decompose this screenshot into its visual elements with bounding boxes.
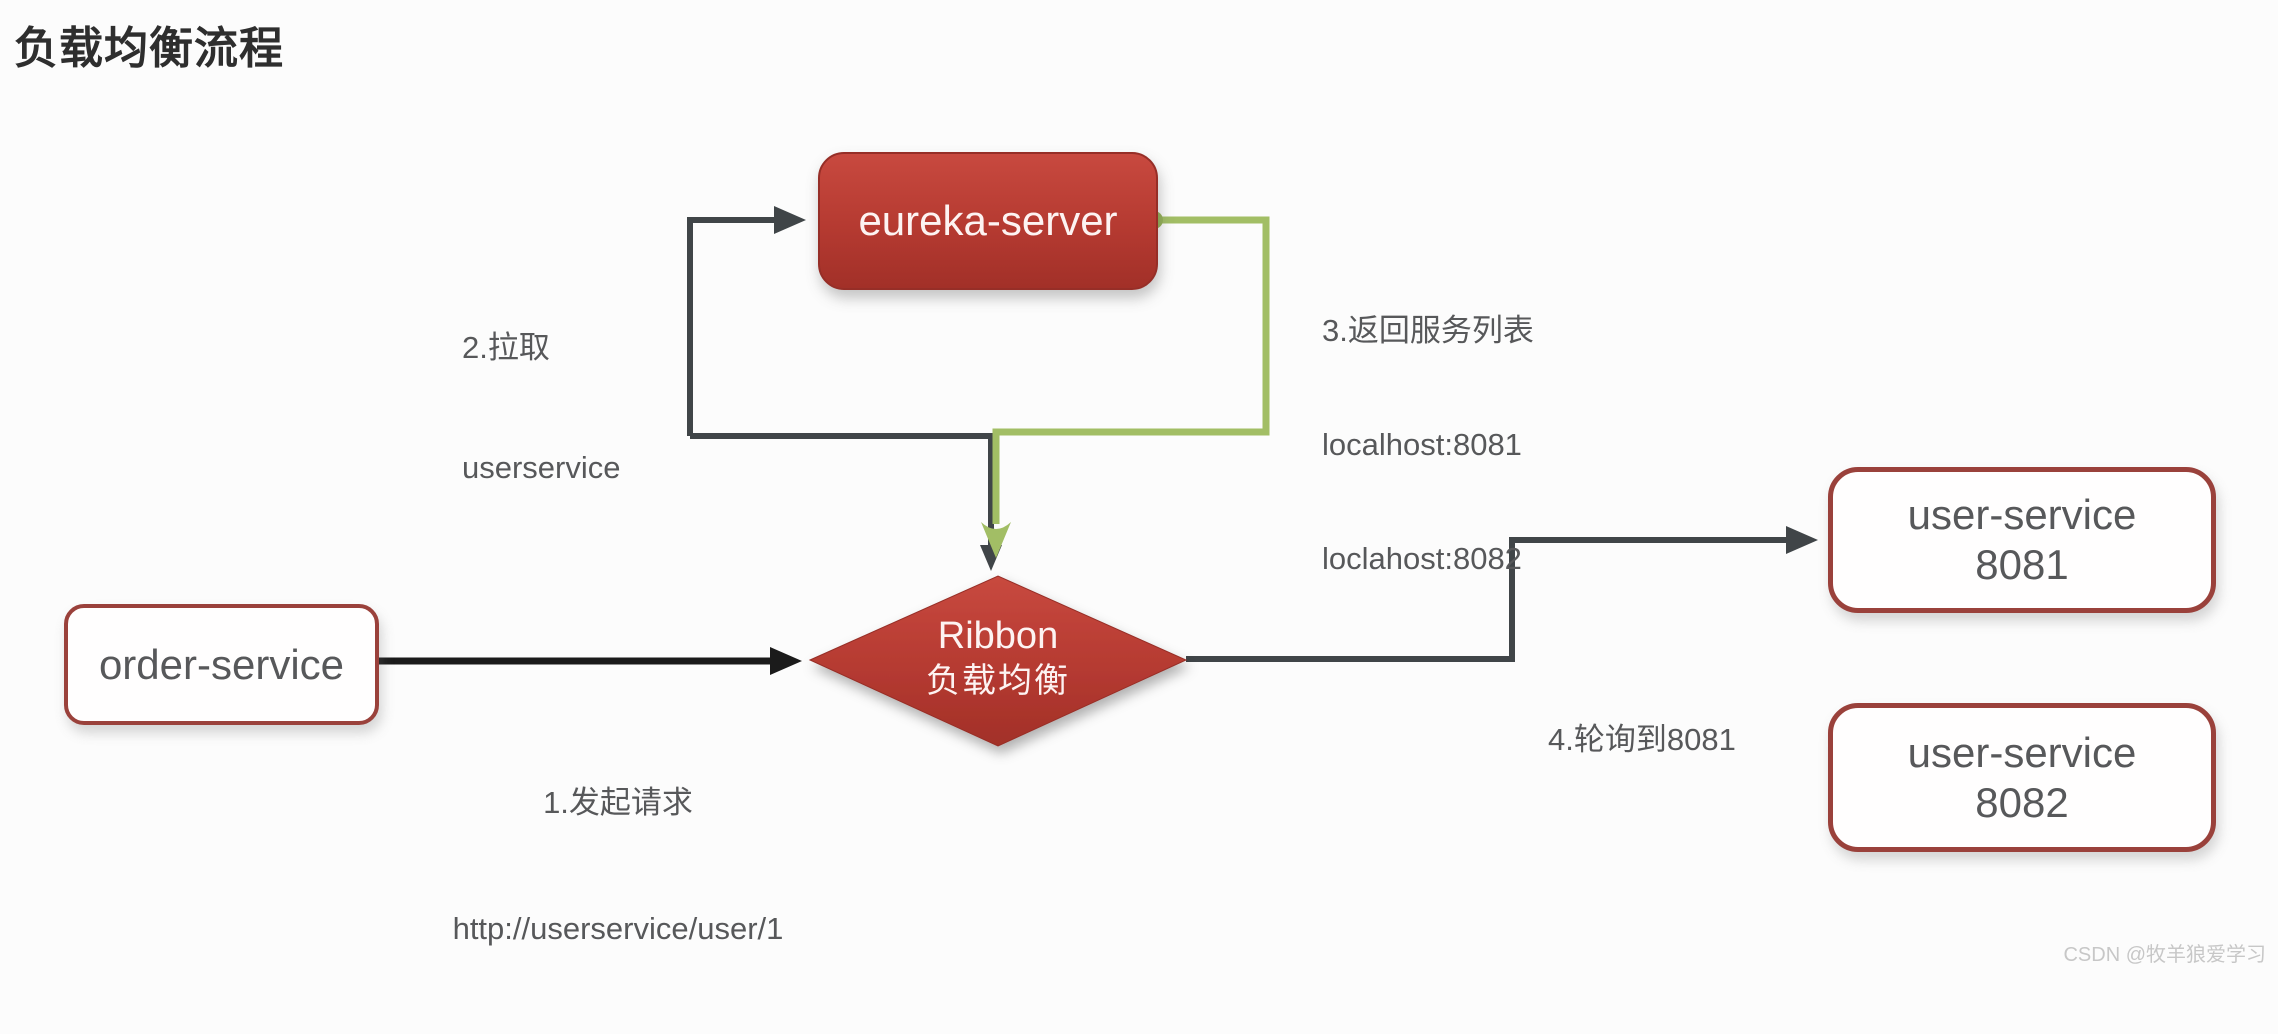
label-step3-line1: 3.返回服务列表	[1322, 313, 1534, 348]
label-step2-line1: 2.拉取	[462, 330, 550, 365]
label-step3-line3: loclahost:8082	[1322, 541, 1522, 576]
label-step4-line1: 4.轮询到8081	[1548, 722, 1736, 757]
label-step2-line2: userservice	[462, 450, 621, 485]
label-step1-request: 1.发起请求 http://userservice/user/1	[418, 698, 818, 1034]
watermark: CSDN @牧羊狼爱学习	[2063, 944, 2266, 966]
ribbon-diamond	[808, 575, 1188, 747]
diagram-canvas: 负载均衡流程	[14, 24, 2266, 966]
node-eureka-label: eureka-server	[858, 197, 1118, 244]
loop-to-ribbon-line	[690, 433, 1002, 571]
ribbon-subtitle: 负载均衡	[926, 662, 1070, 700]
node-eureka-server: eureka-server	[818, 152, 1158, 290]
node-user-service-8081-name: user-service	[1907, 491, 2137, 538]
node-order-label: order-service	[98, 640, 345, 688]
node-user-service-8082-name: user-service	[1907, 728, 2137, 776]
page-title: 负载均衡流程	[14, 24, 284, 73]
node-user-service-8082-port: 8082	[1975, 778, 2069, 826]
label-step3-line2: localhost:8081	[1322, 427, 1522, 462]
pull-loop-line	[687, 206, 806, 436]
label-step1-line2: http://userservice/user/1	[452, 911, 784, 946]
label-step2-pull: 2.拉取 userservice	[462, 248, 621, 568]
label-step1-line1: 1.发起请求	[543, 785, 693, 820]
return-arrow-line	[981, 216, 1270, 558]
node-user-service-8081: user-service 8081	[1828, 467, 2216, 613]
route-arrow-line	[1186, 526, 1818, 662]
node-user-service-8082: user-service 8082	[1828, 703, 2216, 852]
label-step3-return-list: 3.返回服务列表 localhost:8081 loclahost:8082	[1322, 236, 1534, 654]
node-order-service: order-service	[64, 604, 379, 725]
label-step4-round-robin: 4.轮询到8081	[1548, 640, 1736, 840]
ribbon-diamond-label: Ribbon 负载均衡	[848, 614, 1148, 703]
node-user-service-8081-port: 8081	[1975, 541, 2069, 588]
ribbon-title: Ribbon	[937, 615, 1059, 657]
